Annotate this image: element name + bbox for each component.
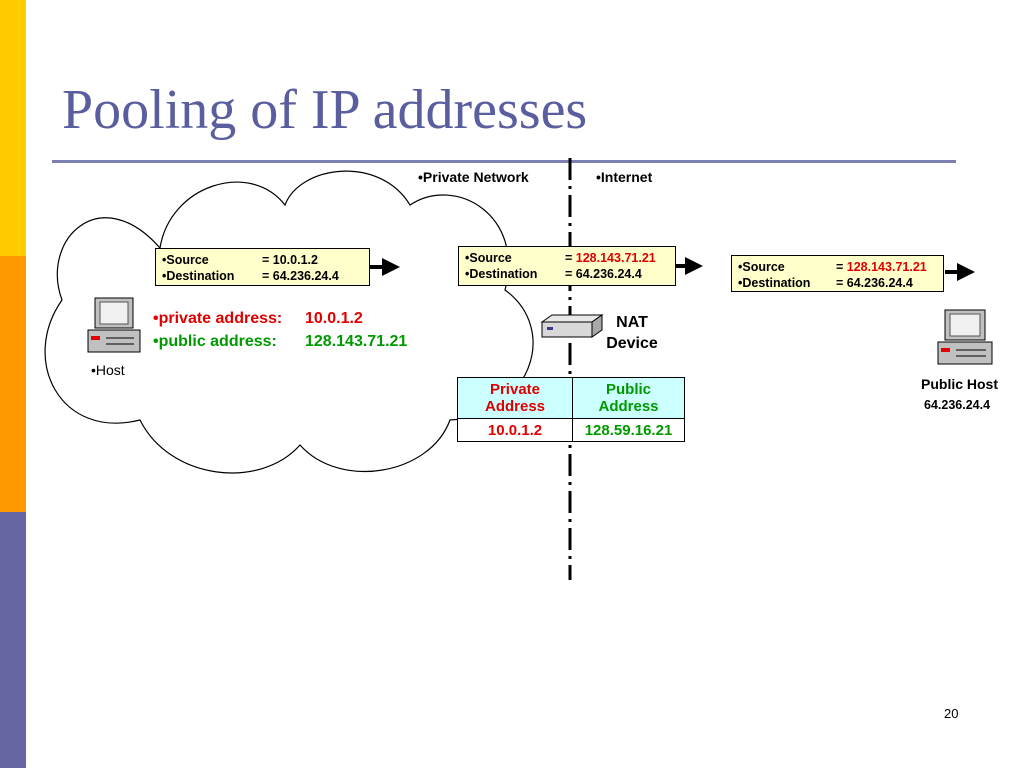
destination-label: •Destination: [465, 267, 538, 281]
accent-stripe-purple: [0, 512, 26, 768]
public-address-label: •public address:: [153, 333, 277, 350]
private-address-header: Private Address: [457, 377, 573, 419]
public-address-cell: 128.59.16.21: [572, 418, 685, 442]
header-line: Public: [605, 381, 651, 398]
packet-arrow-2: [676, 257, 703, 275]
source-equals: =: [565, 251, 576, 265]
destination-value: = 64.236.24.4: [565, 267, 642, 281]
private-network-label: •Private Network: [418, 169, 529, 185]
nat-device-label-line1: NAT: [616, 314, 648, 331]
source-value: = 10.0.1.2: [262, 253, 318, 267]
source-value: 128.143.71.21: [846, 260, 927, 274]
packet-arrow-1: [370, 258, 400, 276]
public-host-computer-icon: [937, 309, 993, 365]
host-address-list: •private address: 10.0.1.2 •public addre…: [153, 307, 407, 353]
destination-label: •Destination: [162, 269, 235, 283]
packet-header-translated: •Source = 128.143.71.21 •Destination = 6…: [458, 246, 676, 286]
header-line: Address: [598, 398, 659, 415]
nat-translation-table: Private Address Public Address 10.0.1.2 …: [457, 377, 685, 442]
header-line: Private: [489, 381, 541, 398]
public-host-address: 64.236.24.4: [924, 398, 991, 412]
packet-header-private: •Source = 10.0.1.2 •Destination = 64.236…: [155, 248, 370, 286]
table-header-row: Private Address Public Address: [457, 377, 685, 419]
slide-title: Pooling of IP addresses: [62, 79, 588, 141]
public-address-value: 128.143.71.21: [305, 333, 408, 350]
private-address-label: •private address:: [153, 310, 283, 327]
destination-label: •Destination: [738, 276, 811, 290]
title-underline: [52, 160, 956, 163]
nat-device-label: NAT Device: [598, 312, 666, 354]
private-address-cell: 10.0.1.2: [457, 418, 573, 442]
source-value: 128.143.71.21: [575, 251, 656, 265]
packet-header-internet: •Source = 128.143.71.21 •Destination = 6…: [731, 255, 944, 292]
header-line: Address: [484, 398, 546, 415]
nat-device-label-line2: Device: [606, 335, 658, 352]
table-row: 10.0.1.2 128.59.16.21: [457, 418, 685, 442]
private-network-cloud: [44, 170, 534, 474]
internet-label: •Internet: [596, 169, 653, 185]
nat-router-icon: [540, 314, 604, 338]
host-computer-icon: [87, 297, 141, 353]
host-label: •Host: [91, 362, 125, 378]
destination-value: = 64.236.24.4: [836, 276, 913, 290]
packet-arrow-3: [945, 263, 975, 281]
source-label: •Source: [465, 251, 512, 265]
source-label: •Source: [162, 253, 209, 267]
accent-stripe-yellow: [0, 0, 26, 256]
source-label: •Source: [738, 260, 785, 274]
private-address-value: 10.0.1.2: [305, 310, 363, 327]
page-number: 20: [944, 706, 959, 721]
accent-stripe-orange: [0, 256, 26, 512]
public-address-header: Public Address: [572, 377, 685, 419]
public-host-label: Public Host: [921, 376, 999, 392]
source-equals: =: [836, 260, 847, 274]
destination-value: = 64.236.24.4: [262, 269, 339, 283]
